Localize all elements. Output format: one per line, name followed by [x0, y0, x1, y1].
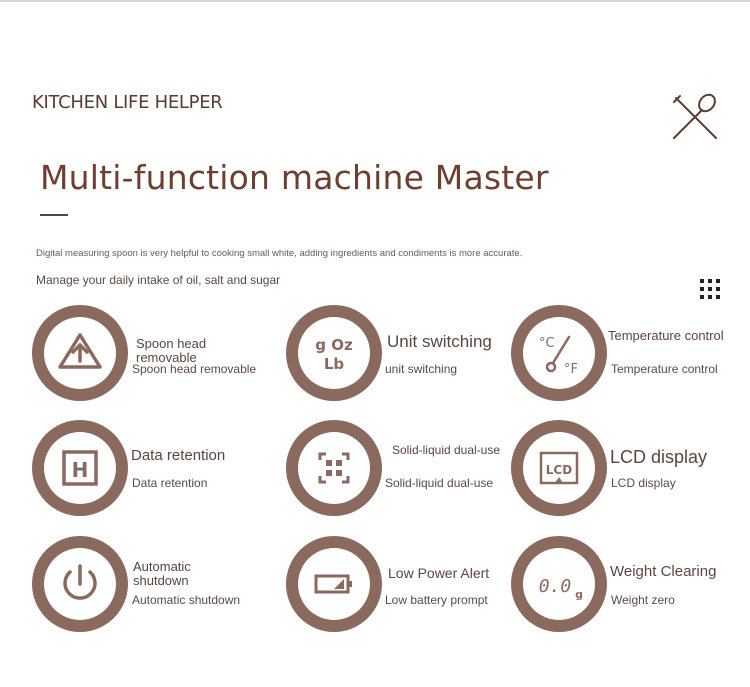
- feature-subtitle: Solid-liquid dual-use: [385, 476, 494, 490]
- feature-subtitle: Data retention: [132, 476, 208, 490]
- feature-ring: [286, 305, 382, 401]
- subheadline: Manage your daily intake of oil, salt an…: [36, 273, 281, 287]
- headline: Multi-function machine Master: [40, 158, 549, 197]
- feature-lcd-display: LCD LCD display LCD display: [511, 420, 741, 520]
- feature-temperature-control: °C °F Temperature control Temperature co…: [511, 305, 741, 405]
- feature-ring: [32, 420, 128, 516]
- icon-label-fahrenheit: °F: [564, 362, 578, 377]
- unit-g-oz-lb-icon: g Oz Lb: [315, 336, 353, 373]
- feature-title: Low Power Alert: [388, 565, 490, 581]
- brand-title: KITCHEN LIFE HELPER: [32, 92, 223, 113]
- grid-select-icon: [318, 452, 350, 484]
- feature-title: Automatic shutdown: [133, 559, 191, 589]
- feature-subtitle: LCD display: [611, 476, 676, 490]
- icon-label-g: g: [575, 588, 583, 601]
- thermometer-icon: °C °F: [539, 335, 578, 377]
- feature-title: Unit switching: [387, 332, 492, 351]
- feature-weight-clearing: 0.0 g Weight Clearing Weight zero: [511, 536, 741, 636]
- feature-automatic-shutdown: Automatic shutdown Automatic shutdown: [32, 536, 262, 636]
- feature-title: Weight Clearing: [610, 563, 717, 580]
- feature-subtitle: Automatic shutdown: [132, 593, 241, 607]
- feature-ring: [511, 420, 607, 516]
- icon-label-zero: 0.0: [539, 576, 572, 597]
- feature-subtitle: Spoon head removable: [132, 362, 257, 376]
- upload-triangle-icon: [58, 333, 102, 369]
- icon-label-units: g Oz: [315, 336, 353, 354]
- feature-title: Data retention: [131, 447, 226, 464]
- feature-title: Spoon head removable: [136, 336, 207, 366]
- icon-label-h: H: [72, 458, 89, 482]
- feature-solid-liquid-dual-use: Solid-liquid dual-use Solid-liquid dual-…: [286, 420, 516, 520]
- feature-subtitle: Weight zero: [611, 593, 675, 607]
- weight-zero-icon: 0.0 g: [539, 576, 583, 601]
- feature-title: Solid-liquid dual-use: [391, 443, 501, 457]
- feature-ring: [511, 536, 607, 632]
- feature-data-retention: H Data retention Data retention: [32, 420, 262, 520]
- icon-label-lb: Lb: [324, 355, 345, 373]
- utensils-icon: [673, 93, 717, 139]
- product-description: Digital measuring spoon is very helpful …: [36, 248, 523, 259]
- feature-unit-switching: g Oz Lb Unit switching unit switching: [286, 305, 516, 405]
- icon-label-lcd: LCD: [546, 463, 572, 477]
- feature-title: LCD display: [610, 447, 708, 467]
- icon-label-celsius: °C: [539, 336, 555, 351]
- power-icon: [63, 564, 97, 600]
- feature-ring: [286, 420, 382, 516]
- h-square-icon: H: [62, 450, 98, 486]
- lcd-screen-icon: LCD: [539, 451, 579, 485]
- feature-title: Temperature control: [608, 328, 724, 343]
- feature-spoon-head-removable: Spoon head removable Spoon head removabl…: [32, 305, 262, 405]
- headline-underline: [40, 214, 68, 216]
- feature-subtitle: Temperature control: [611, 362, 718, 376]
- feature-subtitle: Low battery prompt: [385, 593, 488, 607]
- feature-ring: [286, 536, 382, 632]
- feature-subtitle: unit switching: [385, 362, 458, 376]
- feature-low-power-alert: Low Power Alert Low battery prompt: [286, 536, 516, 636]
- battery-low-icon: [314, 574, 352, 594]
- grid-menu-icon: [700, 279, 720, 299]
- top-divider: [0, 0, 750, 2]
